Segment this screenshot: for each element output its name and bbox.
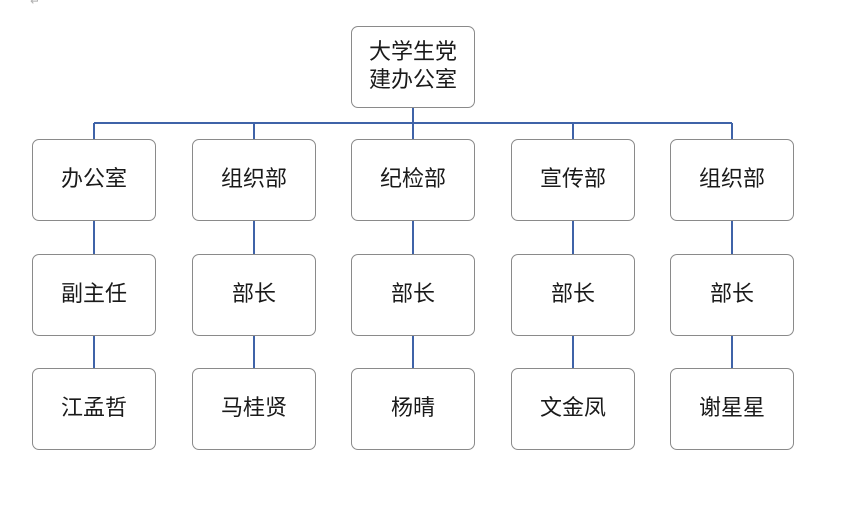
department-box-4[interactable]: 组织部 bbox=[670, 139, 794, 221]
role-label: 副主任 bbox=[60, 282, 127, 307]
department-box-2[interactable]: 纪检部 bbox=[351, 139, 475, 221]
department-label: 宣传部 bbox=[539, 167, 606, 192]
role-label: 部长 bbox=[231, 282, 276, 307]
person-box-3[interactable]: 文金凤 bbox=[511, 368, 635, 450]
department-label: 组织部 bbox=[220, 167, 287, 192]
role-label: 部长 bbox=[709, 282, 754, 307]
department-box-1[interactable]: 组织部 bbox=[192, 139, 316, 221]
person-label: 文金凤 bbox=[539, 396, 606, 421]
department-box-0[interactable]: 办公室 bbox=[32, 139, 156, 221]
person-label: 马桂贤 bbox=[220, 396, 287, 421]
role-box-4[interactable]: 部长 bbox=[670, 254, 794, 336]
person-box-4[interactable]: 谢星星 bbox=[670, 368, 794, 450]
person-box-2[interactable]: 杨晴 bbox=[351, 368, 475, 450]
person-box-1[interactable]: 马桂贤 bbox=[192, 368, 316, 450]
person-box-0[interactable]: 江孟哲 bbox=[32, 368, 156, 450]
role-box-0[interactable]: 副主任 bbox=[32, 254, 156, 336]
department-box-3[interactable]: 宣传部 bbox=[511, 139, 635, 221]
role-box-2[interactable]: 部长 bbox=[351, 254, 475, 336]
person-label: 谢星星 bbox=[698, 396, 765, 421]
role-label: 部长 bbox=[390, 282, 435, 307]
role-box-3[interactable]: 部长 bbox=[511, 254, 635, 336]
root-label: 大学生党建办公室 bbox=[368, 40, 457, 93]
paragraph-mark-icon: ↵ bbox=[30, 0, 41, 8]
person-label: 江孟哲 bbox=[60, 396, 127, 421]
department-label: 组织部 bbox=[698, 167, 765, 192]
root-node[interactable]: 大学生党建办公室 bbox=[351, 26, 475, 108]
role-label: 部长 bbox=[550, 282, 595, 307]
department-label: 纪检部 bbox=[379, 167, 446, 192]
role-box-1[interactable]: 部长 bbox=[192, 254, 316, 336]
person-label: 杨晴 bbox=[390, 396, 435, 421]
department-label: 办公室 bbox=[60, 167, 127, 192]
